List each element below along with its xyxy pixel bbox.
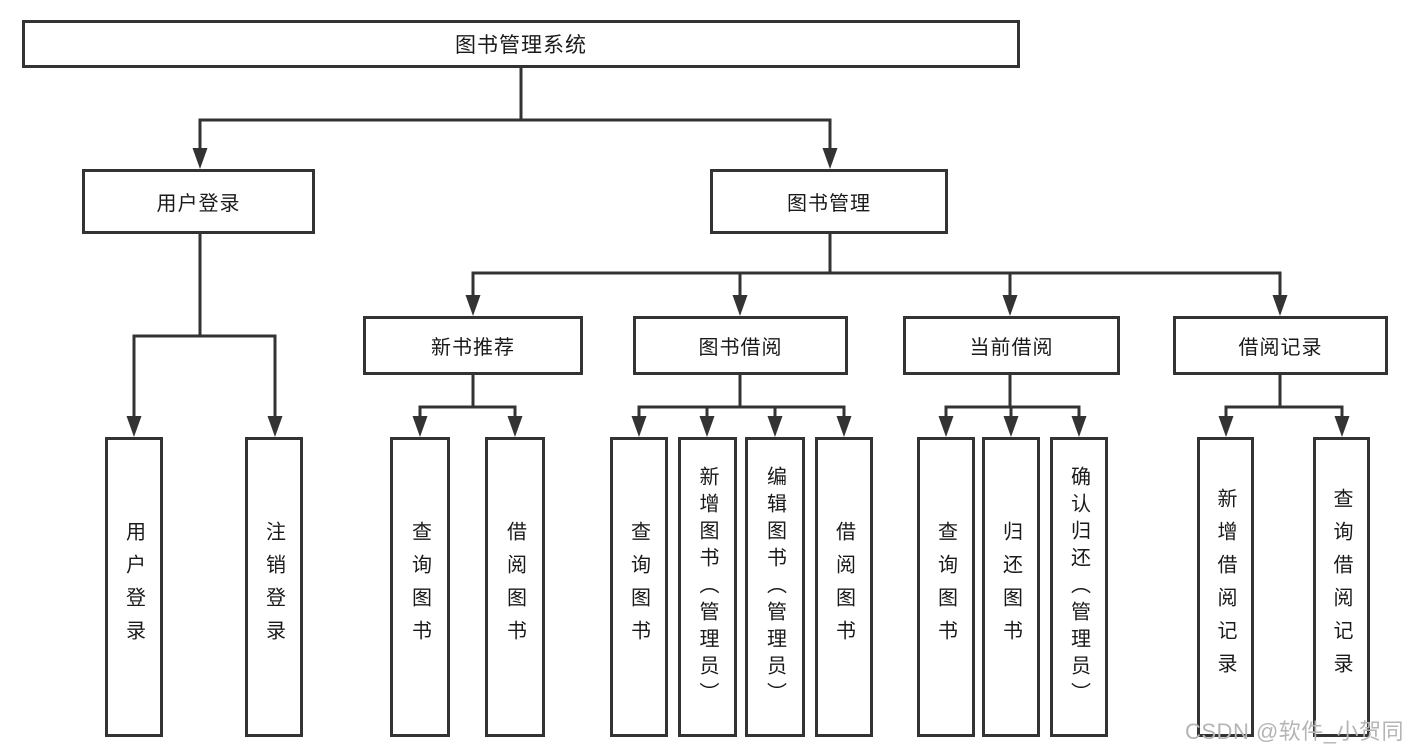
arrowhead-icon xyxy=(267,416,283,437)
arrowhead-icon xyxy=(1071,416,1087,437)
watermark-text: CSDN @软件_小贺同学 xyxy=(1185,719,1405,744)
leaf-user-login: 用户登录 xyxy=(105,437,163,737)
leaf-confirm-return-admin: 确认归还（管理员） xyxy=(1050,437,1108,737)
connector-borrowrecord-rail xyxy=(1224,405,1344,422)
arrowhead-icon xyxy=(1272,295,1288,316)
leaf-query-book-2: 查询图书 xyxy=(610,437,668,737)
node-borrow-record: 借阅记录 xyxy=(1173,316,1388,375)
arrowhead-icon xyxy=(822,148,838,169)
arrowhead-icon xyxy=(938,416,954,437)
leaf-query-borrow-record: 查询借阅记录 xyxy=(1313,437,1370,737)
node-book-management: 图书管理 xyxy=(710,169,948,234)
arrowhead-icon xyxy=(767,416,783,437)
arrowhead-icon xyxy=(631,416,647,437)
connector-bookborrow-rail xyxy=(637,405,846,422)
arrowhead-icon xyxy=(412,416,428,437)
arrowhead-icon xyxy=(1218,416,1234,437)
leaf-borrow-book-1: 借阅图书 xyxy=(485,437,545,737)
connector-level3-rail xyxy=(471,271,1282,301)
arrowhead-icon xyxy=(836,416,852,437)
leaf-query-book-3: 查询图书 xyxy=(917,437,975,737)
node-current-borrow: 当前借阅 xyxy=(903,316,1120,375)
arrowhead-group xyxy=(126,148,1350,437)
connector-newbook-rail xyxy=(418,405,517,422)
node-root: 图书管理系统 xyxy=(22,20,1020,68)
leaf-return-book: 归还图书 xyxy=(982,437,1040,737)
connector-level2-rail xyxy=(198,118,832,154)
node-new-book-recommend: 新书推荐 xyxy=(363,316,583,375)
node-user-login: 用户登录 xyxy=(82,169,315,234)
arrowhead-icon xyxy=(1002,295,1018,316)
leaf-add-book-admin: 新增图书（管理员） xyxy=(678,437,737,737)
leaf-borrow-book-2: 借阅图书 xyxy=(815,437,873,737)
arrowhead-icon xyxy=(1334,416,1350,437)
arrowhead-icon xyxy=(192,148,208,169)
arrowhead-icon xyxy=(732,295,748,316)
arrowhead-icon xyxy=(699,416,715,437)
arrowhead-icon xyxy=(507,416,523,437)
leaf-logout-login: 注销登录 xyxy=(245,437,303,737)
leaf-edit-book-admin: 编辑图书（管理员） xyxy=(745,437,805,737)
connector-userlogin-rail xyxy=(132,334,277,422)
arrowhead-icon xyxy=(1003,416,1019,437)
leaf-query-book-1: 查询图书 xyxy=(390,437,450,737)
arrowhead-icon xyxy=(126,416,142,437)
node-book-borrow: 图书借阅 xyxy=(633,316,848,375)
arrowhead-icon xyxy=(465,295,481,316)
leaf-add-borrow-record: 新增借阅记录 xyxy=(1197,437,1254,737)
